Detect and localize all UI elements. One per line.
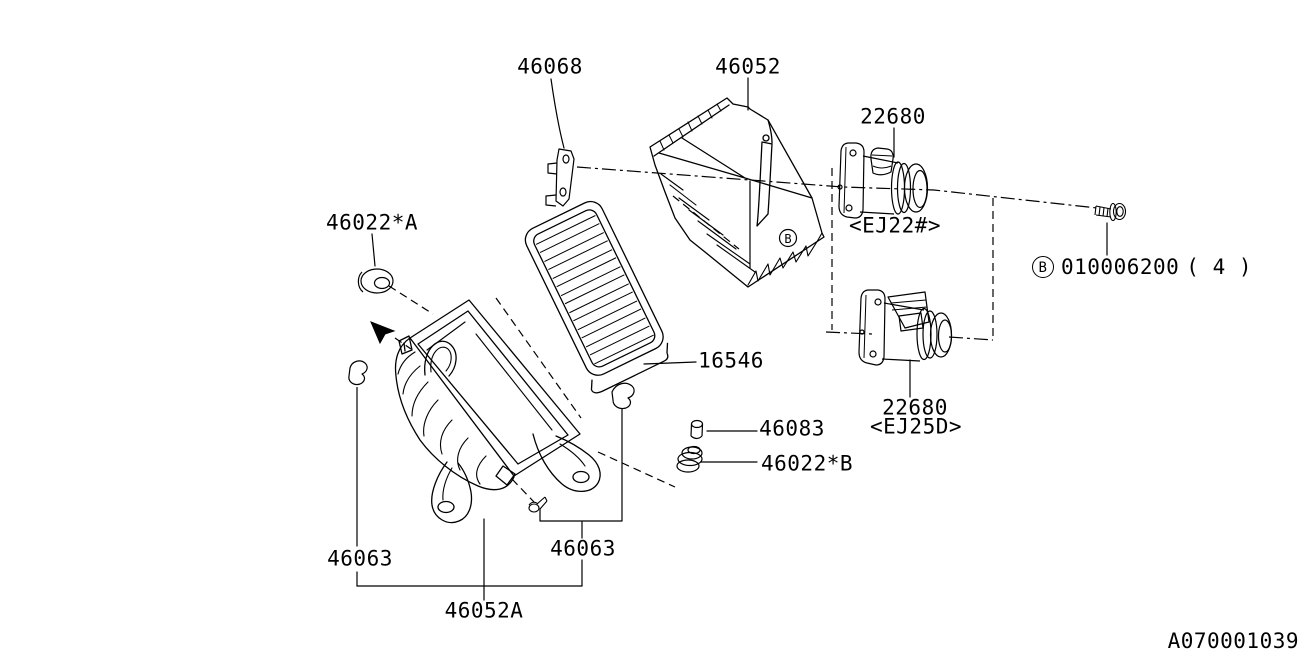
part-label-46022-a: 46022*A — [325, 210, 419, 235]
part-label-46083: 46083 — [759, 416, 825, 441]
bracket-drawing — [545, 148, 575, 207]
part-label-46022-b: 46022*B — [760, 451, 854, 476]
part-label-46052: 46052 — [715, 54, 781, 79]
part-label-16546: 16546 — [698, 348, 764, 373]
lower-case-drawing — [394, 299, 601, 524]
variant-label-ej25: <EJ25D> — [869, 414, 963, 439]
bolt-badge-icon: B — [1032, 256, 1054, 278]
maf-sensor-ej22-drawing — [837, 142, 929, 219]
part-label-22680-ej25: 22680 — [882, 395, 948, 420]
part-label-22680-ej22: 22680 — [860, 104, 926, 129]
part-label-46068: 46068 — [517, 54, 583, 79]
bolt-callout: B 010006200 ( 4 ) — [1032, 255, 1252, 279]
upper-case-drawing — [649, 97, 825, 288]
air-filter-drawing — [524, 200, 669, 394]
part-label-46063-front: 46063 — [327, 546, 393, 571]
bolt-part-number: 010006200 — [1061, 255, 1180, 279]
front-direction-arrow — [370, 321, 396, 345]
part-label-46052a: 46052A — [444, 598, 524, 623]
cushion-b-drawing — [676, 445, 703, 473]
figure-id: A070001039 — [1167, 629, 1299, 653]
case-mark: B — [778, 228, 798, 248]
hook-left-drawing — [348, 360, 368, 390]
spacer-drawing — [690, 419, 704, 440]
flange-bolt-drawing — [1094, 202, 1127, 222]
bolt-quantity: ( 4 ) — [1186, 255, 1253, 279]
maf-sensor-ej25-drawing — [858, 289, 953, 366]
part-label-46063-rear: 46063 — [550, 536, 616, 561]
hook-right-drawing — [611, 382, 635, 410]
variant-label-ej22: <EJ22#> — [848, 213, 942, 238]
case-bolt-mark: B — [784, 232, 791, 246]
grommet-a-drawing — [357, 268, 394, 294]
screw-drawing — [528, 496, 548, 513]
leader-lines — [356, 77, 1108, 601]
